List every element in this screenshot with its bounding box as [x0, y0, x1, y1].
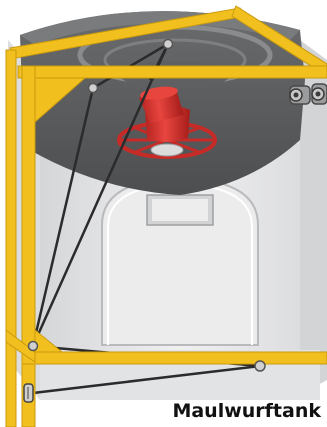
nozzle-icon: [290, 84, 327, 104]
clamp-icon: [24, 384, 33, 402]
diagram-caption: Maulwurftank: [172, 400, 321, 422]
